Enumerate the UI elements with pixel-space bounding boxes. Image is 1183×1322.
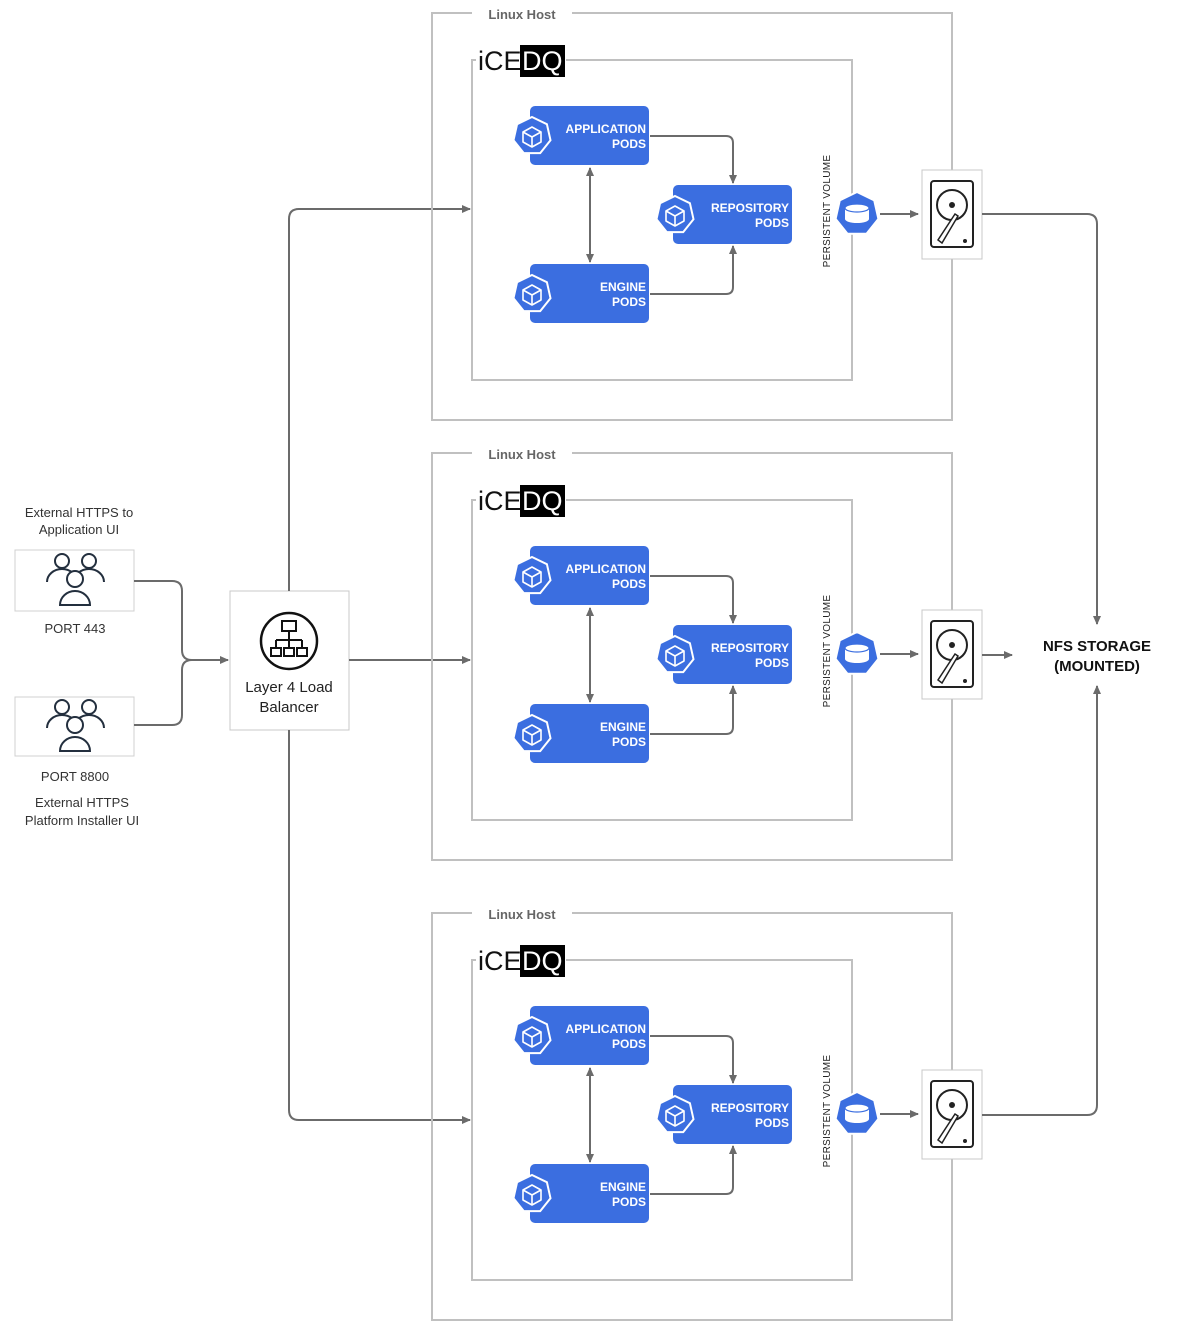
nfs-storage-label-line2: (MOUNTED) [1054,658,1140,675]
persistent-volume-label: PERSISTENT VOLUME [822,1055,833,1168]
logo-right-text: DQ [522,46,563,76]
engine-pods-label-line1: ENGINE [600,720,646,734]
application-pods-label-line1: APPLICATION [566,1022,646,1036]
pod-connectors [586,135,919,295]
application-pods-label-line2: PODS [612,137,646,151]
engine-pods-label-line2: PODS [612,295,646,309]
users-group-icon [46,553,105,606]
engine-pods-label-line2: PODS [612,1195,646,1209]
connector-443-to-lb [134,580,229,664]
port-8800-label: PORT 8800 [41,769,109,784]
hard-disk-icon [921,609,983,700]
repository-pods-label-line1: REPOSITORY [711,201,789,215]
application-pods-label-line2: PODS [612,1037,646,1051]
logo-left-text: iCE [478,946,522,976]
repository-pods-label-line1: REPOSITORY [711,641,789,655]
logo-right-text: DQ [522,486,563,516]
host-title: Linux Host [488,907,556,922]
connector-disk3-to-nfs [982,685,1101,1116]
engine-pods-label-line1: ENGINE [600,280,646,294]
persistent-volume-label: PERSISTENT VOLUME [822,595,833,708]
load-balancer-label-line1: Layer 4 Load [245,679,333,696]
repository-pods-label-line1: REPOSITORY [711,1101,789,1115]
users-bottom-caption-line2: Platform Installer UI [25,813,139,828]
persistent-volume-icon [834,190,880,235]
load-balancer: Layer 4 Load Balancer [229,590,350,731]
application-pods-label-line1: APPLICATION [566,562,646,576]
repository-pods-label-line2: PODS [755,1116,789,1130]
engine-pods-icon [512,713,552,753]
repository-pods-icon [655,1094,695,1134]
host-title: Linux Host [488,447,556,462]
users-port-443: External HTTPS to Application UI PORT 44… [14,505,135,636]
connector-8800-to-lb [134,659,193,726]
logo-right-text: DQ [522,946,563,976]
application-pods-label-line1: APPLICATION [566,122,646,136]
persistent-volume-icon [834,630,880,675]
connector-lb-to-host-3 [288,730,471,1124]
hard-disk-icon [921,169,983,260]
connector-disk1-to-nfs [982,213,1101,625]
logo-left-text: iCE [478,46,522,76]
repository-pods-label-line2: PODS [755,656,789,670]
application-pods-icon [512,555,552,595]
load-balancer-icon [259,611,319,671]
application-pods-icon [512,115,552,155]
persistent-volume-icon [834,1090,880,1135]
nfs-storage: NFS STORAGE (MOUNTED) [1043,638,1151,675]
hard-disk-icon [921,1069,983,1160]
engine-pods-icon [512,273,552,313]
repository-pods-label-line2: PODS [755,216,789,230]
pod-connectors [586,1035,919,1195]
repository-pods-icon [655,634,695,674]
load-balancer-label-line2: Balancer [259,699,318,716]
engine-pods-icon [512,1173,552,1213]
engine-pods-label-line2: PODS [612,735,646,749]
persistent-volume-label: PERSISTENT VOLUME [822,155,833,268]
users-bottom-caption-line1: External HTTPS [35,795,129,810]
pod-connectors [586,575,919,735]
application-pods-icon [512,1015,552,1055]
logo-left-text: iCE [478,486,522,516]
host-title: Linux Host [488,7,556,22]
nfs-storage-label-line1: NFS STORAGE [1043,638,1151,655]
users-top-caption-line2: Application UI [39,522,119,537]
users-port-8800: PORT 8800 External HTTPS Platform Instal… [14,696,139,828]
repository-pods-icon [655,194,695,234]
application-pods-label-line2: PODS [612,577,646,591]
port-443-label: PORT 443 [45,621,106,636]
engine-pods-label-line1: ENGINE [600,1180,646,1194]
connector-lb-to-host-1 [288,205,471,591]
users-top-caption-line1: External HTTPS to [25,505,133,520]
users-group-icon [46,699,105,752]
